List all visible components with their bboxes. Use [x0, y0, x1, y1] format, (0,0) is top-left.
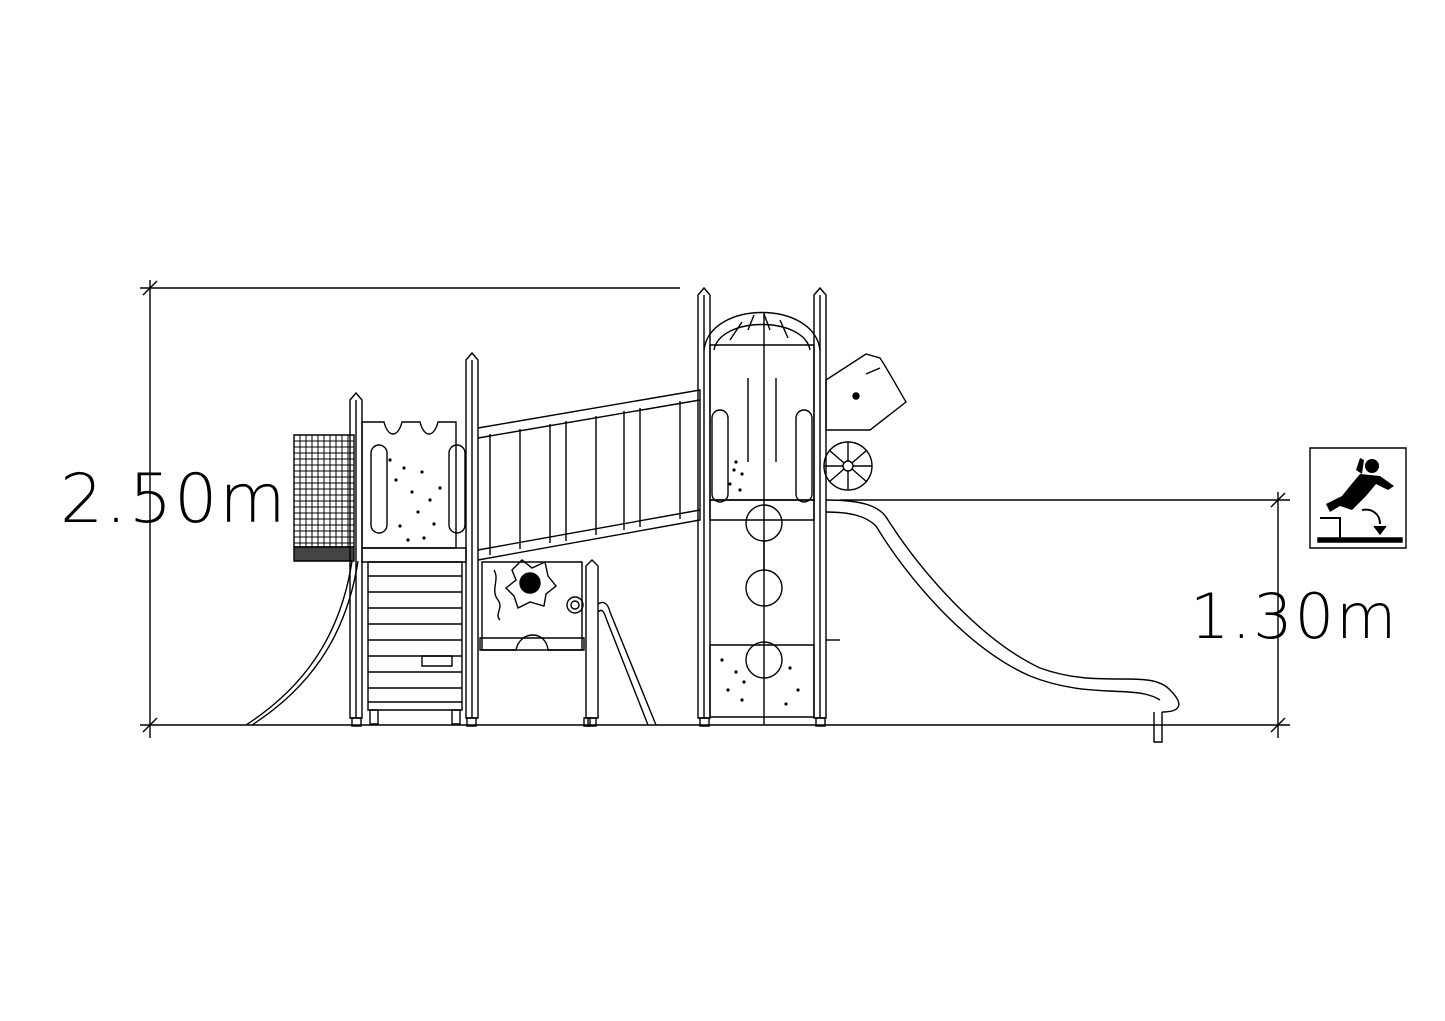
total-height-dimension [140, 280, 680, 738]
fall-height-dimension [840, 492, 1290, 738]
climbing-net-panel [246, 435, 358, 725]
right-tower [698, 288, 840, 726]
left-tower [350, 353, 478, 726]
bridge [478, 390, 700, 560]
platform-height-label: 1.30m [1190, 580, 1399, 653]
slide [826, 500, 1179, 742]
play-panel [480, 560, 656, 726]
telescope [824, 354, 906, 490]
total-height-label: 2.50m [60, 460, 288, 539]
child-falling-from-platform-icon [1310, 448, 1406, 548]
